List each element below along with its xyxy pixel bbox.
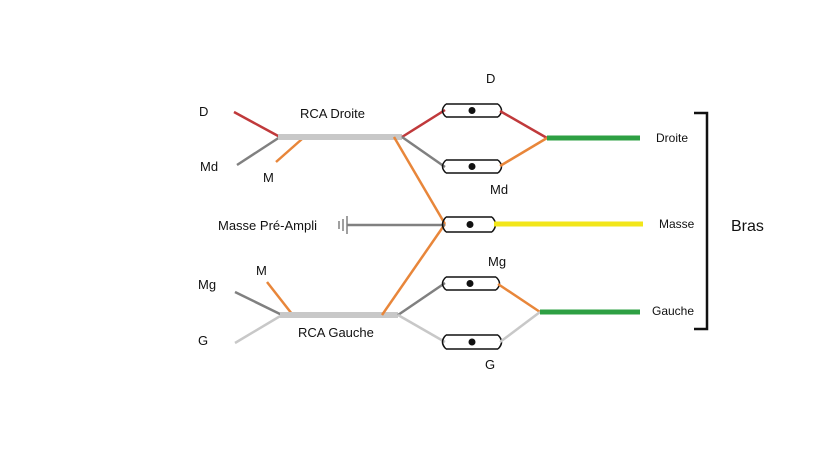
rca-gauche-group bbox=[234, 223, 447, 345]
label-input-g: G bbox=[198, 333, 208, 348]
wire-g-out bbox=[397, 313, 446, 344]
wire-mg-to-gauche bbox=[497, 282, 541, 314]
wire-mg-input bbox=[234, 290, 283, 317]
wire-m-bottom-ground bbox=[380, 223, 447, 316]
wire-m-top-input bbox=[275, 138, 303, 163]
terminal-mg bbox=[441, 276, 501, 291]
label-conn-g: G bbox=[485, 357, 495, 372]
label-rca-droite: RCA Droite bbox=[300, 106, 365, 121]
rca-droite-group bbox=[233, 108, 447, 225]
label-input-md: Md bbox=[200, 159, 218, 174]
wire-m-bottom-input bbox=[266, 281, 293, 315]
wire-d-input bbox=[233, 110, 281, 139]
label-input-m-top: M bbox=[263, 170, 274, 185]
wire-g-to-gauche bbox=[499, 311, 541, 343]
label-out-droite: Droite bbox=[656, 131, 688, 145]
terminal-md bbox=[441, 159, 503, 174]
label-conn-md: Md bbox=[490, 182, 508, 197]
label-rca-gauche: RCA Gauche bbox=[298, 325, 374, 340]
label-out-masse: Masse bbox=[659, 217, 695, 231]
label-input-m-bottom: M bbox=[256, 263, 267, 278]
wire-d-out bbox=[401, 108, 446, 139]
bras-bracket bbox=[694, 111, 709, 331]
label-conn-mg: Mg bbox=[488, 254, 506, 269]
terminal-d bbox=[441, 103, 503, 118]
wire-d-to-droite bbox=[499, 109, 548, 140]
terminal-g bbox=[441, 334, 503, 350]
ground-symbol-icon bbox=[338, 216, 348, 234]
wire-md-input bbox=[236, 135, 281, 167]
wire-g-input bbox=[234, 313, 283, 345]
label-bras: Bras bbox=[731, 218, 764, 235]
wire-md-out bbox=[401, 135, 446, 169]
label-out-gauche: Gauche bbox=[652, 304, 694, 318]
label-input-mg: Mg bbox=[198, 277, 216, 292]
label-masse-pre-ampli: Masse Pré-Ampli bbox=[218, 218, 317, 233]
wire-md-to-droite bbox=[499, 136, 548, 168]
wire-mg-out bbox=[397, 281, 446, 317]
label-input-d: D bbox=[199, 104, 208, 119]
label-conn-d: D bbox=[486, 71, 495, 86]
terminal-masse bbox=[441, 216, 497, 233]
wire-m-top-ground bbox=[392, 136, 447, 225]
